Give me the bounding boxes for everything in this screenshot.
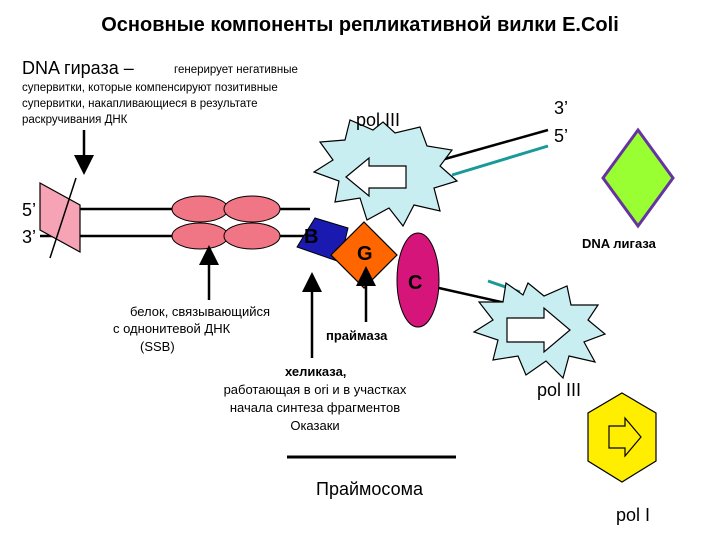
leading-primer	[451, 144, 549, 177]
pol3-bottom-label: pol III	[537, 380, 582, 400]
helicase-label-line-4: Оказаки	[290, 418, 340, 433]
label-3prime-left: 3’	[22, 227, 37, 247]
c-protein-letter: C	[408, 272, 423, 294]
pol3-bottom-arrow	[506, 306, 571, 354]
gyrase-shape	[39, 181, 81, 254]
gyrase-description-line-3: супервитки, накапливающиеся в результате	[22, 98, 258, 110]
pol3-top-arrow	[345, 156, 407, 198]
gyrase-diagonal	[49, 177, 77, 259]
primase-label: праймаза	[326, 328, 388, 343]
page-title: Основные компоненты репликативной вилки …	[101, 14, 619, 36]
primosome-label: Праймосома	[316, 479, 423, 499]
b-protein-letter: B	[304, 226, 319, 248]
label-5prime-left: 5’	[22, 200, 37, 220]
ligase-shape	[601, 127, 675, 229]
ssb-label-line-1: белок, связывающийся	[129, 304, 271, 319]
helicase-label-line-1: хеликаза,	[285, 364, 347, 379]
gyrase-label: DNA гираза –	[22, 58, 134, 78]
c-protein-shape	[396, 232, 440, 328]
helicase-label-line-3: начала синтеза фрагментов	[229, 400, 401, 415]
gyrase-description-line-1: генерирует негативные	[174, 64, 298, 76]
helicase-label-line-2: работающая в ori и в участках	[223, 382, 407, 397]
ligase-label: DNA лигаза	[582, 236, 656, 251]
pol1-label: pol I	[616, 505, 651, 525]
pol1-arrow	[608, 416, 642, 458]
label-5prime-right: 5’	[554, 126, 569, 146]
ssb-label-line-2: с однонитевой ДНК	[113, 321, 231, 336]
gyrase-description-line-2: супервитки, которые компенсируют позитив…	[22, 82, 278, 94]
g-protein-shape	[330, 221, 398, 289]
gyrase-description-line-4: раскручивания ДНК	[22, 114, 128, 126]
label-3prime-right: 3’	[554, 98, 569, 118]
ssb-label-line-3: (SSB)	[140, 339, 175, 354]
ssb-proteins	[171, 195, 281, 250]
g-protein-letter: G	[357, 243, 373, 265]
pol3-top-label: pol III	[356, 110, 401, 130]
